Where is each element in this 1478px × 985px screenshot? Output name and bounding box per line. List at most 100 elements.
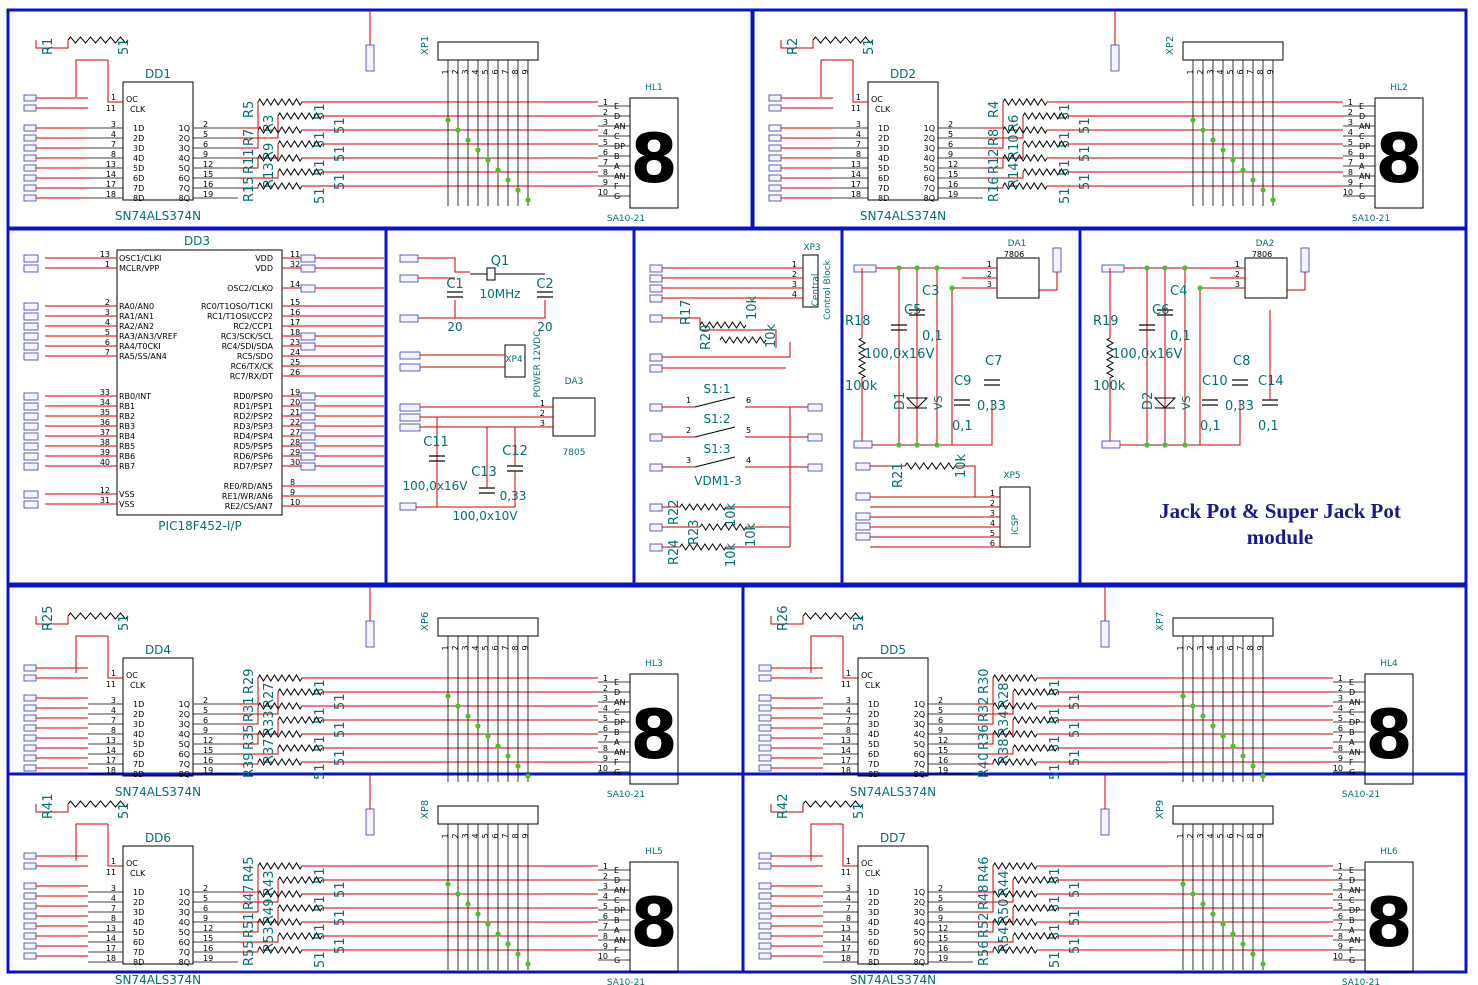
- series-resistor: [992, 674, 1038, 682]
- latch-pin-num: 3: [846, 696, 851, 705]
- display-pin-seg: AN: [614, 886, 625, 895]
- junction-dot: [485, 733, 491, 739]
- series-resistor-label: R29: [242, 668, 257, 694]
- display-pin-seg: E: [1359, 102, 1364, 111]
- net-tag: [23, 402, 39, 411]
- display-ref: HL2: [1390, 83, 1408, 93]
- wire: [973, 706, 994, 725]
- resistor-value: 51: [333, 145, 348, 162]
- supply-tag: [365, 808, 375, 836]
- net-tag: [807, 403, 823, 412]
- resistor-value: 10k: [745, 295, 760, 320]
- cap-value: 100,0x16V: [1112, 347, 1182, 362]
- display-pin-seg: AN: [1359, 122, 1370, 131]
- capacitor: [1157, 309, 1173, 316]
- display-pin-seg: AN: [614, 698, 625, 707]
- latch-pin-num: 4: [856, 130, 861, 139]
- resistor-value: 51: [333, 693, 348, 710]
- junction-dot: [1260, 773, 1266, 779]
- display-pin-seg: G: [614, 956, 620, 965]
- net-tag: [649, 543, 663, 552]
- wire: [973, 922, 994, 933]
- display-part: SA10-21: [607, 978, 645, 985]
- latch-pin-num: 11: [841, 868, 851, 877]
- junction-dot: [445, 117, 451, 123]
- mcu-pin-name: RC6/TX/CK: [231, 362, 274, 371]
- seven-seg-display: [629, 97, 679, 209]
- junction-dot: [1144, 265, 1150, 271]
- net-tag: [23, 94, 37, 102]
- connector-pin: 9: [1266, 69, 1275, 74]
- connector-pin: 8: [1246, 645, 1255, 650]
- display-pin-num: 7: [603, 158, 608, 167]
- connector-pin: 2: [451, 833, 460, 838]
- series-resistor: [257, 674, 303, 682]
- display-pin-seg: B: [614, 728, 620, 737]
- wire: [238, 692, 279, 715]
- mcu-pin-name: RA3/AN3/VREF: [119, 332, 178, 341]
- latch-pin-num: 6: [948, 140, 953, 149]
- pin-num: 2: [1235, 270, 1240, 279]
- wire: [770, 804, 804, 813]
- display-pin-seg: AN: [614, 748, 625, 757]
- net-tag: [300, 432, 316, 441]
- display-pin-seg: E: [614, 866, 619, 875]
- net-tag: [807, 463, 823, 472]
- display-pin-num: 7: [1348, 158, 1353, 167]
- net-tag: [649, 403, 663, 412]
- net-tag: [855, 462, 871, 471]
- supply-tag: [365, 44, 375, 72]
- connector-ref: XP5: [1003, 471, 1020, 481]
- junction-dot: [1197, 285, 1203, 291]
- latch-pin-name: 2Q: [914, 898, 925, 907]
- display-pin-seg: D: [614, 688, 620, 697]
- latch-pin-num: 15: [938, 934, 948, 943]
- mcu-pin-name: RD0/PSP0: [234, 392, 273, 401]
- net-tag: [758, 862, 772, 870]
- net-tag: [855, 532, 871, 541]
- latch-pin-name: 1Q: [914, 888, 925, 897]
- series-resistor-label: R56: [977, 940, 992, 966]
- display-pin-num: 1: [603, 862, 608, 871]
- latch-pin-num: 15: [203, 746, 213, 755]
- mcu-pin-num: 40: [100, 458, 110, 467]
- connector-ref: XP9: [1155, 800, 1166, 819]
- series-resistor-label: R5: [242, 101, 257, 118]
- seven-seg-display: [629, 861, 679, 973]
- mcu-pin-name: VSS: [119, 500, 135, 509]
- net-tag: [758, 922, 772, 930]
- series-resistor: [257, 730, 303, 738]
- supply-tag: [1110, 44, 1120, 72]
- wire: [238, 172, 279, 179]
- panel-frames: [6, 8, 1468, 974]
- mcu-pin-num: 28: [290, 438, 300, 447]
- series-resistor-label: R54: [997, 926, 1012, 952]
- resistor-ref: R17: [679, 299, 694, 325]
- connector-pin: 2: [1186, 833, 1195, 838]
- net-tag: [23, 892, 37, 900]
- display-pin-num: 10: [1333, 764, 1343, 773]
- junction-dot: [505, 753, 511, 759]
- net-tag: [758, 734, 772, 742]
- wire: [842, 824, 858, 867]
- wire: [35, 40, 69, 49]
- mcu-pin-num: 26: [290, 368, 300, 377]
- net-tag: [300, 284, 316, 293]
- capacitor: [1262, 399, 1278, 406]
- junction-dot: [495, 743, 501, 749]
- capacitor: [537, 291, 553, 298]
- wire: [780, 40, 814, 49]
- latch-pin-num: 6: [203, 140, 208, 149]
- net-tag: [649, 294, 663, 303]
- connector-pin: 3: [461, 645, 470, 650]
- wire: [238, 186, 259, 189]
- connector-pin: 9: [1256, 833, 1265, 838]
- wire: [662, 317, 777, 348]
- net-tag: [758, 912, 772, 920]
- net-tag: [23, 392, 39, 401]
- connector-pin: 5: [481, 69, 490, 74]
- display-pin-num: 2: [1338, 684, 1343, 693]
- mcu-pin-name: RA5/SS/AN4: [119, 352, 167, 361]
